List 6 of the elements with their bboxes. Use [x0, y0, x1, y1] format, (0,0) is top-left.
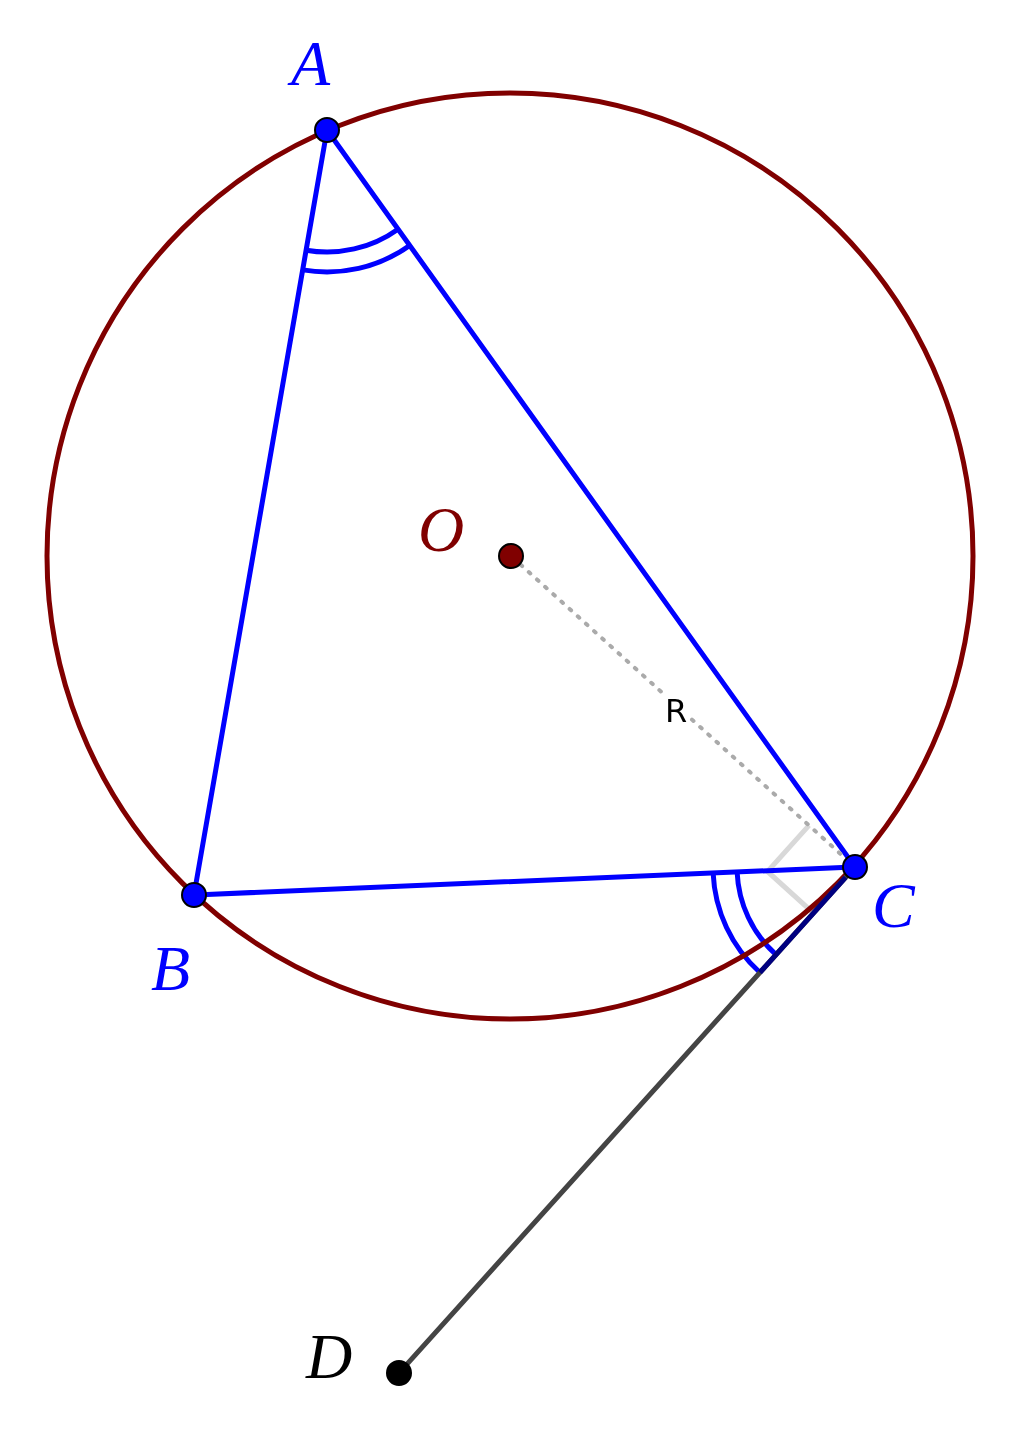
point-label: B — [151, 937, 191, 1001]
line-segment — [193, 140, 328, 885]
point-label: C — [872, 874, 915, 938]
point-label: O — [418, 498, 465, 562]
point-label: D — [306, 1325, 353, 1389]
line-segment — [332, 138, 850, 859]
